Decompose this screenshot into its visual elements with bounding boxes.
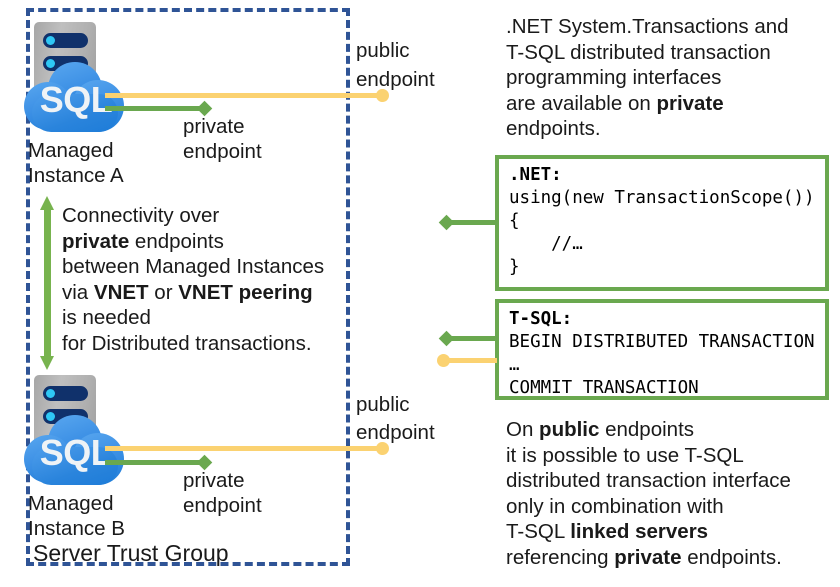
instance-a-private-endpoint-label-line1: private xyxy=(183,115,245,138)
tsql-box-public-connector-dot xyxy=(437,354,450,367)
server-trust-group-boundary xyxy=(26,8,350,566)
connectivity-note-line1: Connectivity over xyxy=(62,204,220,227)
tsql-code-title: T-SQL: xyxy=(509,309,573,329)
connectivity-note-line2-rest: endpoints xyxy=(129,229,224,253)
tsql-code-snippet: BEGIN DISTRIBUTED TRANSACTION … COMMIT T… xyxy=(509,332,815,398)
instance-b-public-endpoint-dot xyxy=(376,442,389,455)
public-note-line6-bold: private xyxy=(614,545,682,569)
server-led-icon xyxy=(46,389,55,398)
dotnet-code-box: .NET: using(new TransactionScope()) { //… xyxy=(495,155,829,291)
connectivity-note: Connectivity over private endpoints betw… xyxy=(62,203,352,356)
dotnet-box-private-connector-line xyxy=(447,220,497,225)
public-note-line3: distributed transaction interface xyxy=(506,469,791,492)
connectivity-note-line4-bold1: VNET xyxy=(93,280,149,304)
instance-b-private-endpoint-line xyxy=(105,460,205,465)
public-endpoint-note: On public endpoints it is possible to us… xyxy=(506,417,838,570)
connectivity-note-line3: between Managed Instances xyxy=(62,255,325,278)
public-note-line5-pre: T-SQL xyxy=(506,520,571,543)
public-note-line1-bold: public xyxy=(539,418,600,441)
dotnet-box-private-connector-diamond xyxy=(438,214,455,231)
managed-instance-b-name-line2: Instance B xyxy=(28,517,125,540)
managed-instance-a-name-line2: Instance A xyxy=(28,164,124,187)
public-note-line1-post: endpoints xyxy=(599,418,695,441)
managed-instance-a-icon: SQL xyxy=(18,22,136,144)
instance-a-public-endpoint-line xyxy=(105,93,385,98)
server-led-icon xyxy=(46,412,55,421)
api-note-line1: .NET System.Transactions and xyxy=(506,15,789,38)
private-connectivity-double-arrow-icon xyxy=(40,196,54,370)
api-availability-note: .NET System.Transactions and T-SQL distr… xyxy=(506,14,836,142)
instance-b-public-endpoint-line xyxy=(105,446,385,451)
public-note-line6-pre: referencing xyxy=(506,545,615,569)
sql-cloud-icon: SQL xyxy=(24,415,128,487)
server-drive-bay-icon xyxy=(43,33,88,48)
server-led-icon xyxy=(46,59,55,68)
api-note-line4-pre: are available on xyxy=(506,91,657,115)
sql-cloud-label: SQL xyxy=(39,79,113,120)
dotnet-code-title: .NET: xyxy=(509,165,562,185)
instance-a-public-endpoint-dot xyxy=(376,89,389,102)
server-led-icon xyxy=(46,36,55,45)
tsql-code-box: T-SQL: BEGIN DISTRIBUTED TRANSACTION … C… xyxy=(495,299,829,400)
connectivity-note-line6: for Distributed transactions. xyxy=(62,331,312,355)
api-note-line4-bold: private xyxy=(656,91,724,115)
sql-cloud-icon: SQL xyxy=(24,62,128,134)
server-drive-bay-icon xyxy=(43,386,88,401)
instance-a-private-endpoint-line xyxy=(105,106,205,111)
tsql-box-private-connector-diamond xyxy=(438,330,455,347)
connectivity-note-line4-bold2: VNET peering xyxy=(178,280,313,304)
instance-a-public-endpoint-label-line2: endpoint xyxy=(356,68,435,91)
api-note-line2: T-SQL distributed transaction xyxy=(506,40,771,64)
connectivity-note-line5: is needed xyxy=(62,306,151,329)
tsql-box-private-connector-line xyxy=(447,336,497,341)
public-note-line1-pre: On xyxy=(506,418,540,441)
connectivity-note-line4-mid: or xyxy=(148,280,179,304)
dotnet-code-snippet: using(new TransactionScope()) { //… } xyxy=(509,188,815,277)
sql-cloud-label: SQL xyxy=(39,432,113,473)
instance-a-public-endpoint-label-line1: public xyxy=(356,39,410,62)
managed-instance-b-name-line1: Managed xyxy=(28,492,114,515)
api-note-line3: programming interfaces xyxy=(506,66,722,89)
connectivity-note-line2-bold: private xyxy=(62,229,130,253)
connectivity-note-line4-pre: via xyxy=(62,280,94,304)
instance-b-private-endpoint-label-line2: endpoint xyxy=(183,494,262,517)
public-note-line2: it is possible to use T-SQL xyxy=(506,443,744,467)
tsql-box-public-connector-line xyxy=(447,358,497,363)
managed-instance-a-name-line1: Managed xyxy=(28,139,114,162)
instance-b-public-endpoint-label-line2: endpoint xyxy=(356,421,435,444)
public-note-line6-post: endpoints. xyxy=(681,545,782,569)
instance-b-private-endpoint-label-line1: private xyxy=(183,469,245,492)
managed-instance-b-icon: SQL xyxy=(18,375,136,497)
instance-a-private-endpoint-label-line2: endpoint xyxy=(183,140,262,163)
instance-b-public-endpoint-label-line1: public xyxy=(356,393,410,416)
server-trust-group-caption: Server Trust Group xyxy=(33,540,229,566)
api-note-line5: endpoints. xyxy=(506,117,601,140)
public-note-line4: only in combination with xyxy=(506,494,724,518)
public-note-line5-bold: linked servers xyxy=(570,520,709,543)
